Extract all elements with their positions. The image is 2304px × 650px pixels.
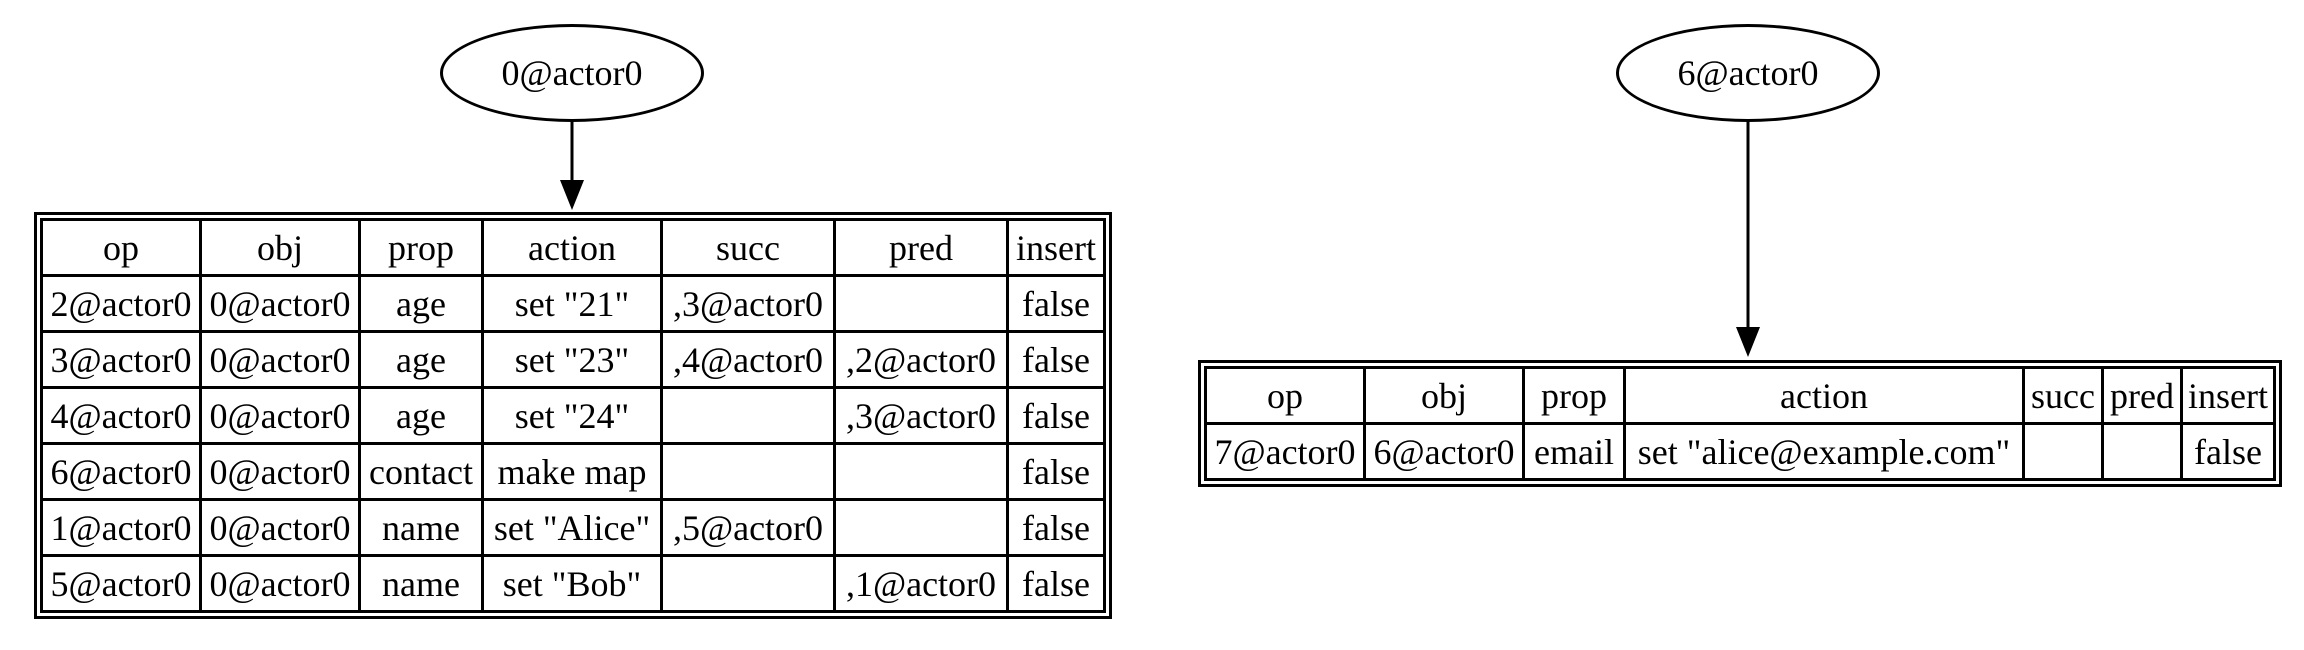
cell-pred (833, 498, 1009, 557)
cell-prop: name (358, 498, 484, 557)
cell-pred (833, 442, 1009, 501)
table-row: 7@actor0 6@actor0 email set "alice@examp… (1204, 422, 2276, 481)
table-header-row: op obj prop action succ pred insert (1204, 366, 2276, 425)
cell-insert: false (1006, 386, 1106, 445)
column-header-pred: pred (2101, 366, 2183, 425)
table-row: 4@actor0 0@actor0 age set "24" ,3@actor0… (40, 386, 1106, 445)
cell-obj: 6@actor0 (1363, 422, 1525, 481)
cell-succ (660, 386, 836, 445)
cell-succ: ,4@actor0 (660, 330, 836, 389)
cell-insert: false (1006, 330, 1106, 389)
column-header-obj: obj (199, 218, 361, 277)
node-label: 6@actor0 (1677, 53, 1819, 93)
edge-left (560, 122, 584, 210)
arrowhead-icon (1736, 327, 1760, 357)
cell-op: 3@actor0 (40, 330, 202, 389)
cell-obj: 0@actor0 (199, 386, 361, 445)
cell-obj: 0@actor0 (199, 498, 361, 557)
column-header-op: op (1204, 366, 1366, 425)
cell-op: 6@actor0 (40, 442, 202, 501)
column-header-action: action (481, 218, 663, 277)
table-row: 5@actor0 0@actor0 name set "Bob" ,1@acto… (40, 554, 1106, 613)
cell-op: 4@actor0 (40, 386, 202, 445)
cell-pred (833, 274, 1009, 333)
cell-succ (660, 554, 836, 613)
column-header-insert: insert (2180, 366, 2276, 425)
cell-action: set "23" (481, 330, 663, 389)
cell-pred (2101, 422, 2183, 481)
cell-insert: false (1006, 554, 1106, 613)
cell-insert: false (2180, 422, 2276, 481)
cell-op: 1@actor0 (40, 498, 202, 557)
edge-right (1736, 122, 1760, 357)
ops-table: op obj prop action succ pred insert 7@ac… (1204, 366, 2276, 481)
cell-prop: email (1522, 422, 1626, 481)
column-header-prop: prop (1522, 366, 1626, 425)
column-header-obj: obj (1363, 366, 1525, 425)
cell-insert: false (1006, 442, 1106, 501)
ops-table-0-actor0: op obj prop action succ pred insert 2@ac… (34, 212, 1112, 619)
column-header-action: action (1623, 366, 2025, 425)
column-header-insert: insert (1006, 218, 1106, 277)
column-header-prop: prop (358, 218, 484, 277)
cell-action: set "24" (481, 386, 663, 445)
node-0-actor0: 0@actor0 (440, 24, 704, 122)
table-row: 2@actor0 0@actor0 age set "21" ,3@actor0… (40, 274, 1106, 333)
table-header-row: op obj prop action succ pred insert (40, 218, 1106, 277)
column-header-pred: pred (833, 218, 1009, 277)
cell-prop: age (358, 274, 484, 333)
column-header-succ: succ (660, 218, 836, 277)
cell-action: set "21" (481, 274, 663, 333)
cell-obj: 0@actor0 (199, 330, 361, 389)
cell-obj: 0@actor0 (199, 554, 361, 613)
ops-table: op obj prop action succ pred insert 2@ac… (40, 218, 1106, 613)
cell-prop: age (358, 386, 484, 445)
ops-table-6-actor0: op obj prop action succ pred insert 7@ac… (1198, 360, 2282, 487)
table-row: 6@actor0 0@actor0 contact make map false (40, 442, 1106, 501)
cell-succ (2022, 422, 2104, 481)
arrowhead-icon (560, 180, 584, 210)
node-6-actor0: 6@actor0 (1616, 24, 1880, 122)
table-row: 1@actor0 0@actor0 name set "Alice" ,5@ac… (40, 498, 1106, 557)
cell-op: 2@actor0 (40, 274, 202, 333)
cell-succ: ,5@actor0 (660, 498, 836, 557)
cell-prop: age (358, 330, 484, 389)
cell-prop: name (358, 554, 484, 613)
cell-action: set "alice@example.com" (1623, 422, 2025, 481)
cell-pred: ,2@actor0 (833, 330, 1009, 389)
cell-action: set "Alice" (481, 498, 663, 557)
cell-obj: 0@actor0 (199, 442, 361, 501)
cell-pred: ,3@actor0 (833, 386, 1009, 445)
cell-action: set "Bob" (481, 554, 663, 613)
cell-pred: ,1@actor0 (833, 554, 1009, 613)
column-header-succ: succ (2022, 366, 2104, 425)
cell-insert: false (1006, 274, 1106, 333)
table-row: 3@actor0 0@actor0 age set "23" ,4@actor0… (40, 330, 1106, 389)
cell-succ (660, 442, 836, 501)
cell-op: 5@actor0 (40, 554, 202, 613)
cell-succ: ,3@actor0 (660, 274, 836, 333)
column-header-op: op (40, 218, 202, 277)
node-label: 0@actor0 (501, 53, 643, 93)
cell-obj: 0@actor0 (199, 274, 361, 333)
cell-action: make map (481, 442, 663, 501)
cell-op: 7@actor0 (1204, 422, 1366, 481)
cell-insert: false (1006, 498, 1106, 557)
cell-prop: contact (358, 442, 484, 501)
